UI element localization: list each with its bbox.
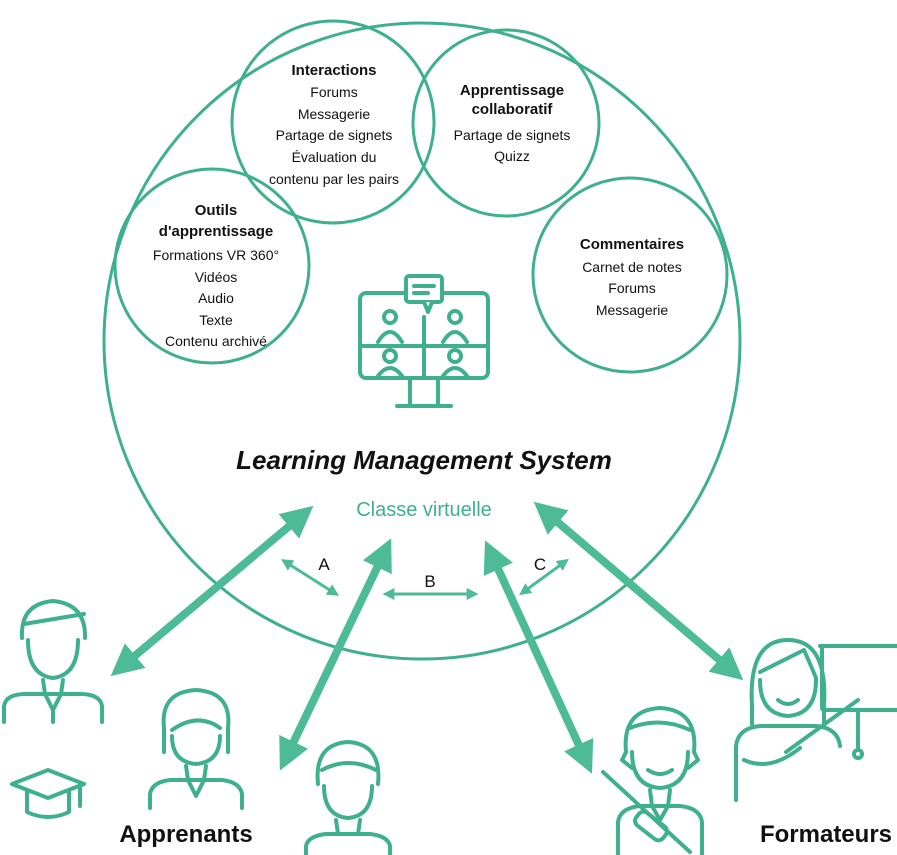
relation-label-a: A bbox=[318, 555, 330, 574]
collaboratif-item: Partage de signets bbox=[454, 127, 571, 143]
outils-title: d'apprentissage bbox=[159, 223, 273, 240]
learners-label: Apprenants bbox=[119, 821, 252, 848]
interactions-title: Interactions bbox=[291, 62, 376, 79]
video-conference-monitor-icon bbox=[358, 274, 490, 408]
learner-person-icon bbox=[2, 599, 104, 724]
lms-outer-circle bbox=[102, 21, 742, 661]
commentaires-title: Commentaires bbox=[580, 236, 684, 253]
trainers-label: Formateurs bbox=[760, 821, 892, 848]
arrow-trainer2-lms bbox=[533, 501, 744, 681]
interactions-item: Forums bbox=[310, 84, 357, 100]
interactions-item: Évaluation du bbox=[292, 149, 377, 165]
relation-arrow-a bbox=[280, 559, 340, 596]
outils-text: Outils d'apprentissage Formations VR 360… bbox=[153, 202, 279, 349]
outils-item: Audio bbox=[198, 290, 234, 306]
trainer-with-pointer-icon bbox=[601, 706, 704, 855]
arrow-learner2-lms bbox=[279, 538, 392, 771]
outils-item: Contenu archivé bbox=[165, 333, 267, 349]
outils-item: Vidéos bbox=[195, 269, 238, 285]
arrow-learner1-lms bbox=[110, 505, 314, 677]
commentaires-item: Messagerie bbox=[596, 302, 669, 318]
collaboratif-text: Apprentissage collaboratif Partage de si… bbox=[454, 82, 571, 164]
learner-person-icon bbox=[304, 740, 392, 855]
outils-item: Texte bbox=[199, 312, 233, 328]
collaboratif-circle bbox=[411, 28, 601, 218]
lms-title: Learning Management System bbox=[236, 445, 612, 475]
relation-label-c: C bbox=[534, 555, 546, 574]
outils-circle bbox=[113, 167, 311, 365]
relation-arrow-c bbox=[519, 558, 569, 596]
collaboratif-item: Quizz bbox=[494, 148, 530, 164]
interactions-item: contenu par les pairs bbox=[269, 171, 399, 187]
interactions-text: Interactions Forums Messagerie Partage d… bbox=[269, 62, 399, 187]
commentaires-circle bbox=[531, 176, 729, 374]
relation-label-b: B bbox=[424, 572, 435, 591]
interactions-item: Partage de signets bbox=[276, 127, 393, 143]
interactions-circle bbox=[230, 19, 436, 225]
interactions-item: Messagerie bbox=[298, 106, 371, 122]
learner-person-icon bbox=[148, 688, 244, 810]
commentaires-item: Forums bbox=[608, 280, 655, 296]
trainer-with-presentation-board-icon bbox=[734, 638, 897, 802]
collaboratif-title: Apprentissage bbox=[460, 82, 564, 99]
outils-item: Formations VR 360° bbox=[153, 247, 279, 263]
collaboratif-title: collaboratif bbox=[472, 101, 554, 118]
commentaires-text: Commentaires Carnet de notes Forums Mess… bbox=[580, 236, 684, 318]
outils-title: Outils bbox=[195, 202, 238, 219]
graduation-cap-icon bbox=[10, 768, 86, 819]
classroom-label: Classe virtuelle bbox=[356, 499, 492, 521]
commentaires-item: Carnet de notes bbox=[582, 259, 682, 275]
